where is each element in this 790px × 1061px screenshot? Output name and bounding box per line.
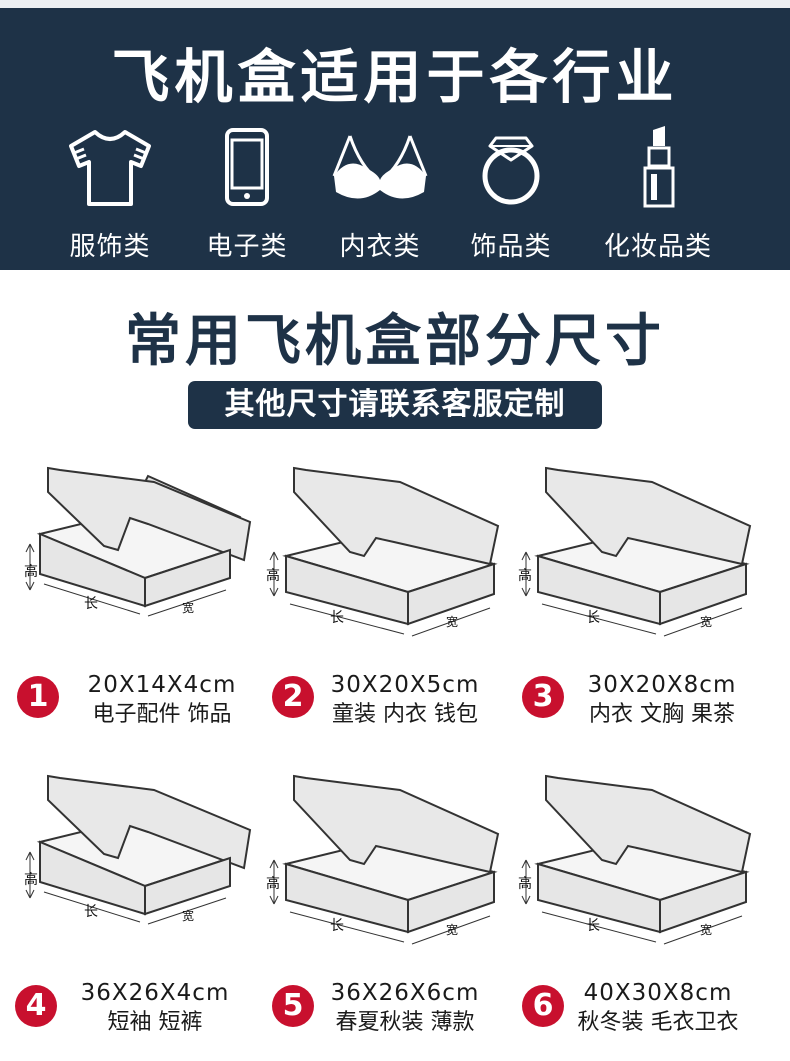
length-label: 长 xyxy=(330,610,344,626)
width-label: 宽 xyxy=(700,922,712,937)
size-spec-3: 30X20X8cm 内衣 文胸 果茶 xyxy=(562,670,762,730)
width-label: 宽 xyxy=(700,614,712,629)
size-spec-4: 36X26X4cm 短袖 短裤 xyxy=(55,978,255,1038)
size-usage: 春夏秋装 薄款 xyxy=(335,1010,475,1035)
custom-size-note: 其他尺寸请联系客服定制 xyxy=(188,381,602,429)
category-label: 内衣类 xyxy=(339,232,421,262)
length-label: 长 xyxy=(84,596,98,612)
category-jewelry: 饰品类 xyxy=(436,126,586,263)
size-dimensions: 36X26X4cm xyxy=(80,980,230,1006)
height-label: 高 xyxy=(266,567,280,584)
size-usage: 秋冬装 毛衣卫衣 xyxy=(577,1010,739,1035)
size-spec-5: 36X26X6cm 春夏秋装 薄款 xyxy=(305,978,505,1038)
size-spec-6: 40X30X8cm 秋冬装 毛衣卫衣 xyxy=(558,978,758,1038)
length-label: 长 xyxy=(586,918,600,934)
size-number-badge: 4 xyxy=(15,985,57,1027)
height-label: 高 xyxy=(518,875,532,892)
size-usage: 童装 内衣 钱包 xyxy=(332,702,478,727)
height-label: 高 xyxy=(518,567,532,584)
category-label: 电子类 xyxy=(206,232,288,262)
size-usage: 电子配件 饰品 xyxy=(92,702,232,727)
category-label: 化妆品类 xyxy=(603,232,712,262)
size-number-badge: 6 xyxy=(522,985,564,1027)
height-label: 高 xyxy=(24,871,38,888)
lipstick-icon xyxy=(643,126,675,208)
category-lingerie: 内衣类 xyxy=(305,126,455,263)
box-diagram-2: 高 长 宽 xyxy=(266,466,500,637)
width-label: 宽 xyxy=(182,908,194,923)
category-apparel: 服饰类 xyxy=(35,126,185,263)
length-label: 长 xyxy=(586,610,600,626)
width-label: 宽 xyxy=(446,614,458,629)
length-label: 长 xyxy=(84,904,98,920)
size-dimensions: 40X30X8cm xyxy=(583,980,733,1006)
box-diagram-6: 高 长 宽 xyxy=(518,774,752,945)
box-diagram-4: 高 长 宽 xyxy=(24,774,252,925)
phone-icon xyxy=(225,128,269,206)
size-dimensions: 30X20X8cm xyxy=(587,672,737,698)
tshirt-icon xyxy=(69,130,151,206)
ring-icon xyxy=(482,136,540,205)
size-usage: 短袖 短裤 xyxy=(107,1010,203,1035)
box-diagram-3: 高 长 宽 xyxy=(518,466,752,637)
size-dimensions: 36X26X6cm xyxy=(330,980,480,1006)
category-electronics: 电子类 xyxy=(172,126,322,263)
top-strip xyxy=(0,0,790,8)
height-label: 高 xyxy=(266,875,280,892)
category-cosmetics: 化妆品类 xyxy=(583,126,733,263)
category-label: 服饰类 xyxy=(69,232,151,262)
bra-icon xyxy=(332,135,428,199)
size-number-badge: 1 xyxy=(17,676,59,718)
industry-banner: 飞机盒适用于各行业 服饰类 电子类 内衣类 饰品类 xyxy=(0,8,790,270)
size-number-badge: 5 xyxy=(272,985,314,1027)
height-label: 高 xyxy=(24,563,38,580)
size-dimensions: 20X14X4cm xyxy=(87,672,237,698)
size-number-badge: 2 xyxy=(272,676,314,718)
size-number-badge: 3 xyxy=(522,676,564,718)
width-label: 宽 xyxy=(182,600,194,615)
size-dimensions: 30X20X5cm xyxy=(330,672,480,698)
width-label: 宽 xyxy=(446,922,458,937)
category-label: 饰品类 xyxy=(470,232,552,262)
size-spec-2: 30X20X5cm 童装 内衣 钱包 xyxy=(305,670,505,730)
banner-title: 飞机盒适用于各行业 xyxy=(111,43,679,111)
length-label: 长 xyxy=(330,918,344,934)
size-usage: 内衣 文胸 果茶 xyxy=(589,702,735,727)
box-diagram-1: 高 长 宽 xyxy=(24,466,252,617)
sizes-title: 常用飞机盒部分尺寸 xyxy=(125,309,665,374)
box-diagram-5: 高 长 宽 xyxy=(266,774,500,945)
size-spec-1: 20X14X4cm 电子配件 饰品 xyxy=(62,670,262,730)
